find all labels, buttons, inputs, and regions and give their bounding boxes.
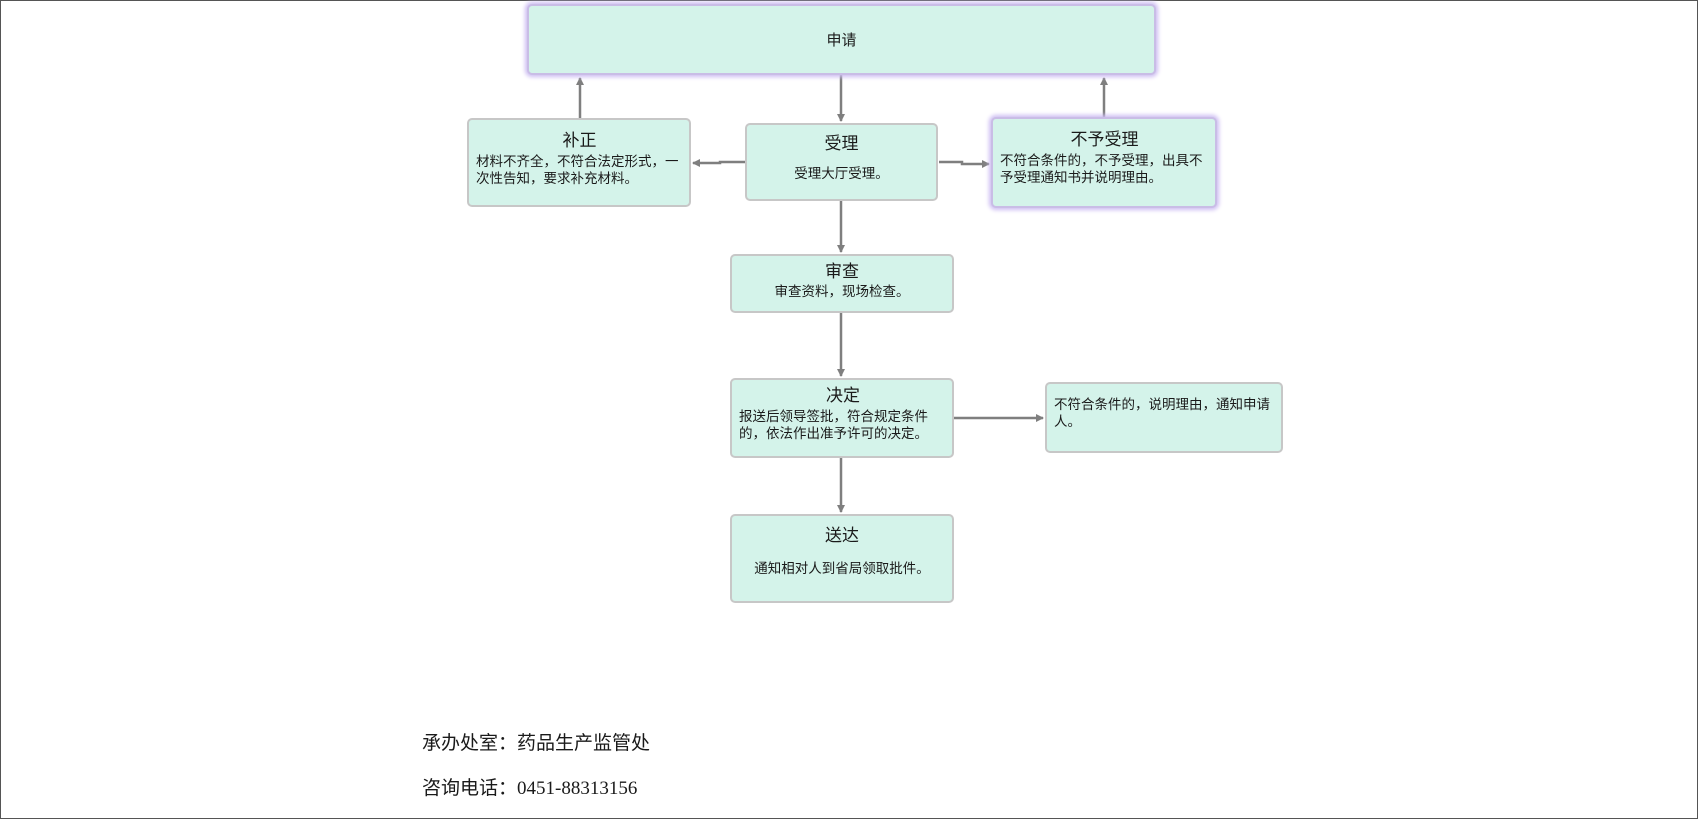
node-deny-desc: 不符合条件的，说明理由，通知申请人。	[1054, 397, 1270, 430]
footer-phone-value: 0451-88313156	[517, 778, 638, 799]
footer-office-value: 药品生产监管处	[517, 733, 651, 754]
node-supplement-title: 补正	[562, 131, 597, 151]
node-supplement: 补正 材料不齐全，不符合法定形式，一次性告知，要求补充材料。	[467, 118, 691, 207]
node-decide: 决定 报送后领导签批，符合规定条件的，依法作出准予许可的决定。	[730, 378, 954, 458]
node-supplement-desc: 材料不齐全，不符合法定形式，一次性告知，要求补充材料。	[476, 154, 679, 187]
footer-office-label: 承办处室：	[422, 733, 518, 754]
node-deliver-title: 送达	[825, 526, 859, 546]
node-reject: 不予受理 不符合条件的，不予受理，出具不予受理通知书并说明理由。	[991, 117, 1217, 208]
node-accept-title: 受理	[824, 134, 859, 154]
node-deny: 不符合条件的，说明理由，通知申请人。	[1045, 382, 1283, 453]
footer-phone-label: 咨询电话：	[422, 778, 518, 799]
node-reject-desc: 不符合条件的，不予受理，出具不予受理通知书并说明理由。	[1000, 153, 1203, 186]
arrow-accept-to-reject	[939, 160, 990, 168]
node-deliver: 送达 通知相对人到省局领取批件。	[730, 514, 954, 603]
node-reject-title: 不予受理	[1070, 130, 1139, 150]
node-apply-title: 申请	[826, 31, 857, 49]
node-accept: 受理 受理大厅受理。	[745, 123, 938, 201]
footer-office: 承办处室：药品生产监管处	[422, 732, 650, 756]
node-review-desc: 审查资料，现场检查。	[774, 284, 910, 300]
arrow-accept-to-supplement	[692, 159, 745, 167]
node-apply: 申请	[527, 4, 1156, 75]
node-accept-desc: 受理大厅受理。	[794, 166, 889, 182]
footer-phone: 咨询电话：0451-88313156	[422, 777, 637, 801]
node-decide-desc: 报送后领导签批，符合规定条件的，依法作出准予许可的决定。	[739, 409, 928, 442]
node-decide-title: 决定	[826, 386, 860, 406]
node-review: 审查 审查资料，现场检查。	[730, 254, 954, 313]
node-deliver-desc: 通知相对人到省局领取批件。	[754, 561, 930, 577]
node-review-title: 审查	[825, 262, 859, 282]
